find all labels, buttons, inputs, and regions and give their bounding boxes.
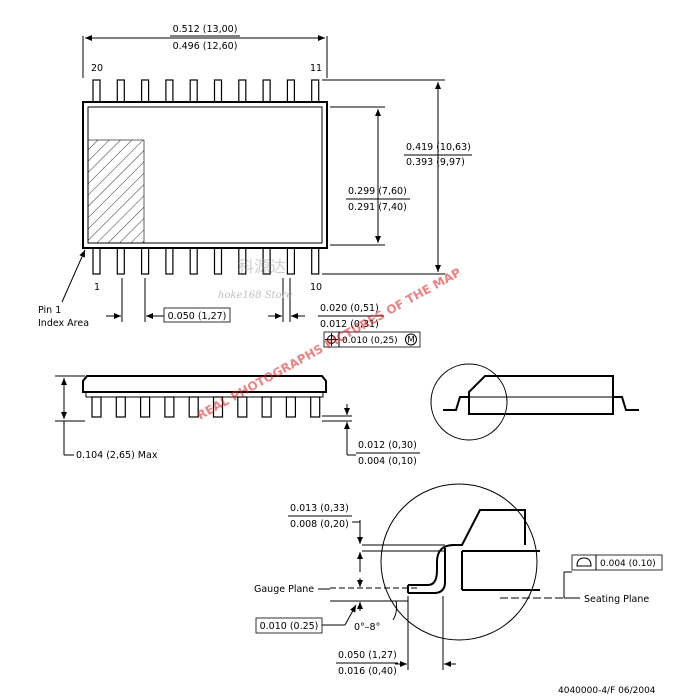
- top-pin: [116, 79, 125, 103]
- pin1-index-label: Index Area: [38, 318, 89, 329]
- side-lead: [140, 396, 151, 418]
- position-tolerance-value: 0.010 (0,25): [342, 336, 398, 346]
- end-body: [468, 375, 614, 415]
- seating-plane-label: Seating Plane: [584, 594, 649, 605]
- pitch-box: [163, 307, 231, 323]
- bottom-pin: [92, 247, 101, 275]
- top-pin: [141, 79, 150, 103]
- top-pin: [189, 79, 198, 103]
- side-lead: [285, 396, 296, 418]
- top-pin: [213, 79, 223, 103]
- bottom-pin: [165, 247, 174, 275]
- watermark-diagonal: REAL PHOTOGRAPHS PICTURES OF THE MAP: [195, 265, 464, 423]
- top-view: 0.512 (13,00) 0.496 (12,60) 20 11 1 10 0…: [38, 24, 472, 348]
- body-width-min: 0.291 (7,40): [348, 202, 407, 213]
- drawing-number: 4040000-4/F 06/2004: [558, 686, 656, 696]
- mmc-circle-icon: [405, 333, 417, 346]
- pitch-value: 0.050 (1,27): [168, 311, 227, 322]
- top-pin: [238, 79, 247, 103]
- bottom-pin: [189, 247, 198, 275]
- side-lead: [310, 396, 321, 418]
- end-right-lead: [613, 396, 639, 411]
- top-pin: [262, 79, 271, 103]
- side-body-bottom: [85, 391, 324, 398]
- top-pin: [311, 79, 320, 103]
- bottom-pin: [141, 247, 150, 275]
- standoff-min: 0.004 (0,10): [358, 456, 417, 467]
- side-lead: [237, 396, 248, 418]
- body-width-max: 0.299 (7,60): [348, 186, 407, 197]
- detail-circle: [380, 483, 538, 641]
- standoff-max: 0.012 (0,30): [358, 440, 417, 451]
- detail-callout-circle: [430, 363, 508, 441]
- pin-label-10: 10: [310, 282, 322, 293]
- body-length-max: 0.512 (13,00): [173, 24, 238, 35]
- coplanarity-value: 0.004 (0.10): [600, 559, 656, 569]
- watermark-store: hoke168 Store: [218, 290, 292, 301]
- coplanarity-frame: 0.004 (0.10): [571, 554, 663, 571]
- gauge-plane-label: Gauge Plane: [254, 584, 314, 595]
- profile-surface-icon: [576, 557, 592, 567]
- position-tolerance-frame: 0.010 (0,25) M: [323, 331, 421, 348]
- side-leads: [91, 396, 321, 418]
- side-lead: [91, 396, 102, 418]
- detail-view: 0.013 (0,33) 0.008 (0,20) Gauge Plane 0.…: [254, 483, 663, 677]
- mmc-symbol: M: [407, 336, 414, 346]
- end-view: [430, 363, 639, 441]
- pin1-leader: [61, 249, 86, 303]
- pin-label-1: 1: [94, 282, 100, 293]
- overall-width-max: 0.419 (10,63): [406, 142, 471, 153]
- side-lead: [261, 396, 272, 418]
- package-body: [82, 101, 328, 249]
- top-pin: [92, 79, 101, 103]
- pin1-label: Pin 1: [38, 305, 61, 316]
- foot-length-max: 0.050 (1,27): [338, 650, 397, 661]
- gauge-dimension: 0.010 (0.25): [260, 621, 319, 632]
- side-lead: [164, 396, 175, 418]
- detail-lead-outer: [408, 548, 446, 594]
- side-lead: [188, 396, 199, 418]
- pin-label-20: 20: [91, 63, 103, 74]
- overall-width-min: 0.393 (9,97): [406, 157, 465, 168]
- top-pin: [286, 79, 295, 103]
- lead-width-max: 0.020 (0,51): [320, 303, 379, 314]
- lead-thickness-min: 0.008 (0,20): [290, 519, 349, 530]
- side-lead: [212, 396, 224, 418]
- watermark-chinese: 科源达: [238, 257, 286, 276]
- angle-arc: [392, 600, 398, 621]
- bottom-pin: [213, 247, 223, 275]
- side-body-top: [82, 375, 327, 393]
- bottom-pin: [286, 247, 295, 275]
- detail-body-shoulder: [436, 509, 526, 570]
- foot-length-min: 0.016 (0,40): [338, 666, 397, 677]
- height-max: 0.104 (2,65) Max: [76, 450, 158, 461]
- side-lead: [115, 396, 126, 418]
- detail-lead-inner: [408, 569, 438, 586]
- pin1-index-area: [87, 139, 145, 244]
- lead-thickness-max: 0.013 (0,33): [290, 503, 349, 514]
- pin-label-11: 11: [310, 63, 322, 74]
- body-length-min: 0.496 (12,60): [173, 41, 238, 52]
- end-left-lead: [443, 396, 469, 411]
- angle-label: 0°–8°: [354, 622, 380, 633]
- lead-width-min: 0.012 (0,31): [320, 319, 379, 330]
- top-pin: [165, 79, 174, 103]
- side-view: 0.104 (2,65) Max 0.012 (0,30) 0.004 (0,1…: [55, 375, 420, 467]
- top-pins: [92, 79, 320, 103]
- bottom-pin: [311, 247, 320, 275]
- bottom-pin: [116, 247, 125, 275]
